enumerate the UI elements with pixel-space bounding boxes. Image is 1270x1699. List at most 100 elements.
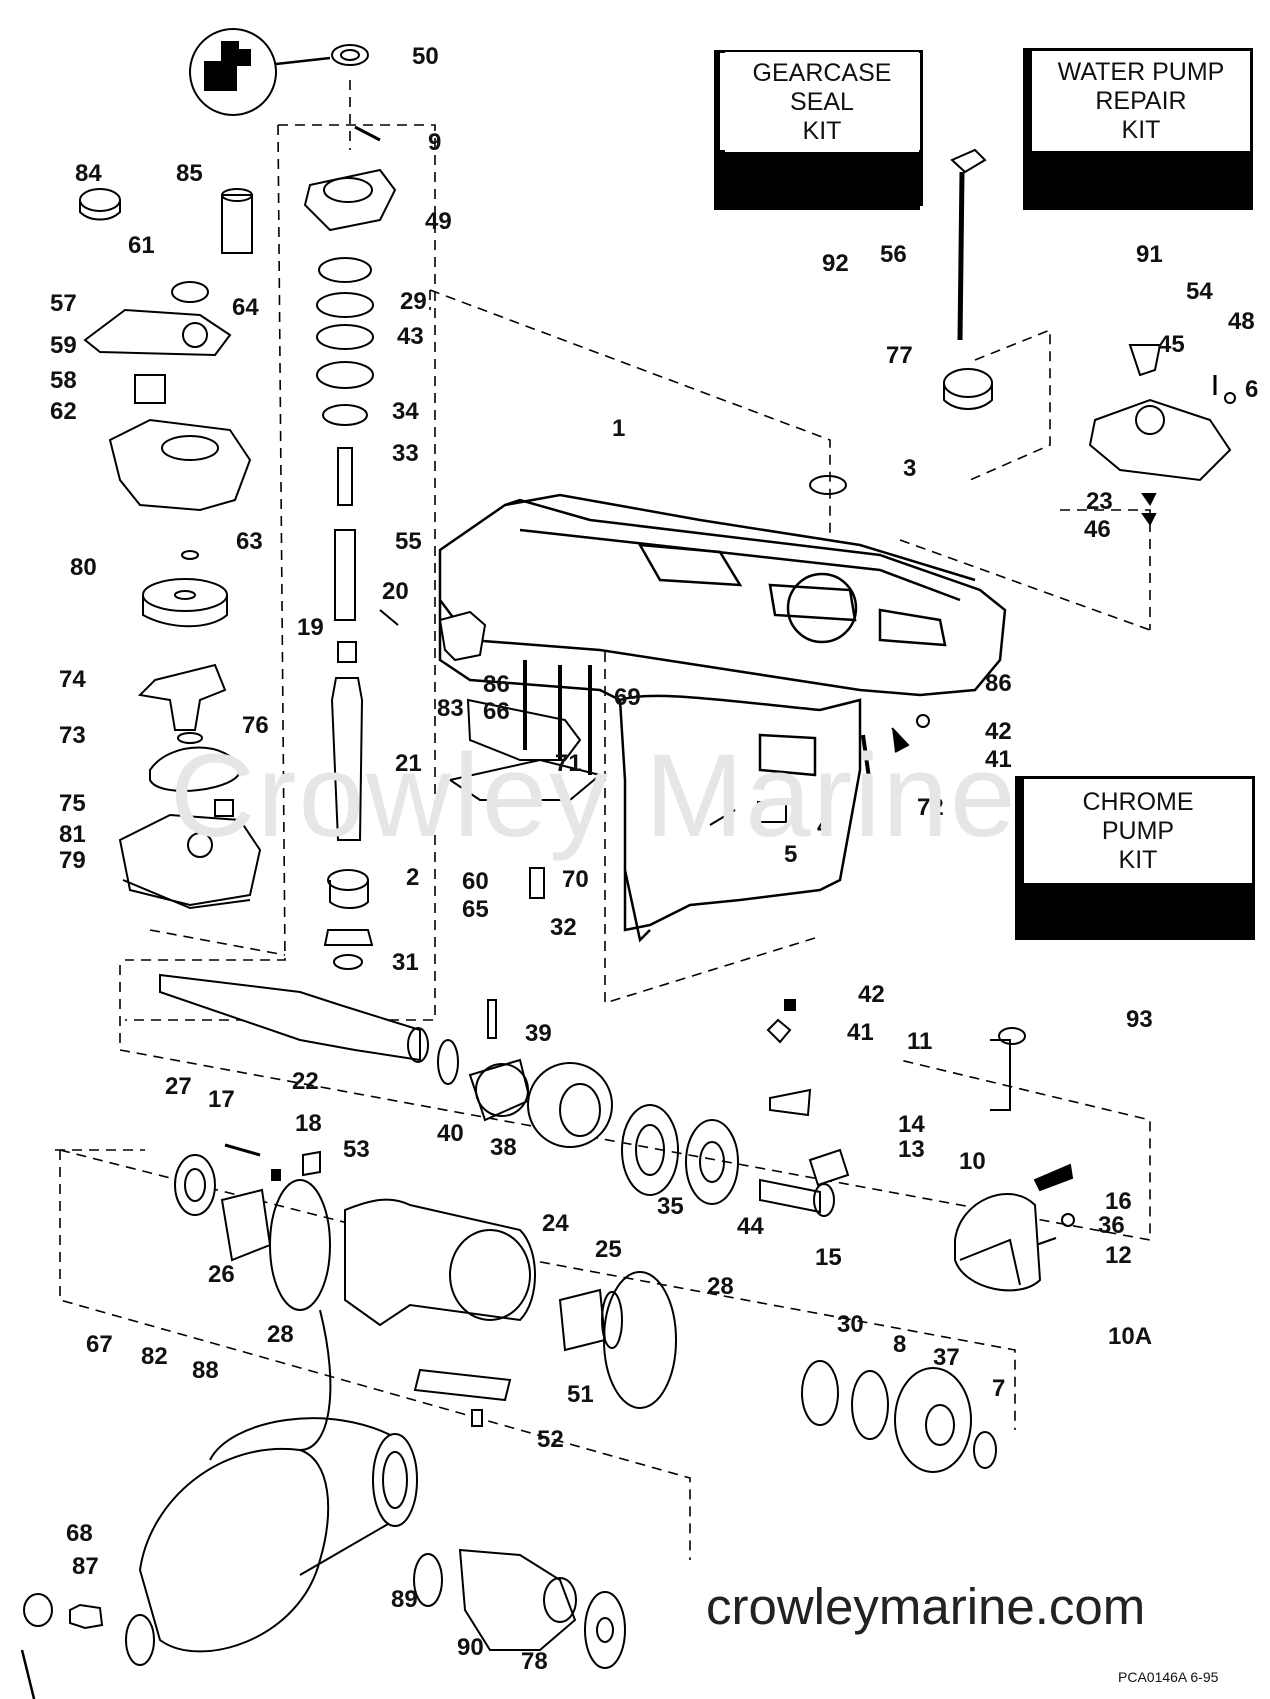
callout-72: 72 — [917, 794, 944, 821]
callout-41b: 41 — [847, 1019, 874, 1046]
callout-59: 59 — [50, 332, 77, 359]
callout-46: 46 — [1084, 516, 1111, 543]
callout-31: 31 — [392, 949, 419, 976]
callout-40: 40 — [437, 1120, 464, 1147]
callout-80: 80 — [70, 554, 97, 581]
callout-18: 18 — [295, 1110, 322, 1137]
callout-3: 3 — [903, 455, 917, 482]
kit-ref-91: 91 — [1136, 241, 1163, 268]
callout-34: 34 — [392, 398, 419, 425]
callout-79: 79 — [59, 847, 86, 874]
callout-76: 76 — [242, 712, 269, 739]
callout-84: 84 — [75, 160, 102, 187]
callout-53: 53 — [343, 1136, 370, 1163]
callout-90: 90 — [457, 1634, 484, 1661]
callout-28b: 28 — [707, 1273, 734, 1300]
kit-ref-93: 93 — [1126, 1006, 1153, 1033]
callout-28a: 28 — [267, 1321, 294, 1348]
callout-48: 48 — [1228, 308, 1255, 335]
callout-74: 74 — [59, 666, 86, 693]
callout-57: 57 — [50, 290, 77, 317]
callout-38: 38 — [490, 1134, 517, 1161]
callout-8: 8 — [893, 1331, 907, 1358]
callout-27: 27 — [165, 1073, 192, 1100]
callout-86b: 86 — [985, 670, 1012, 697]
callout-29: 29 — [400, 288, 427, 315]
callout-66: 66 — [483, 698, 510, 725]
callout-77: 77 — [886, 342, 913, 369]
chrome-pump-kit-shadow — [1015, 880, 1255, 940]
callout-89: 89 — [391, 1586, 418, 1613]
watermark: Crowley Marine — [170, 730, 1018, 862]
water-pump-kit-shadow-left — [1023, 48, 1029, 210]
gearcase-seal-kit-face: GEARCASE SEAL KIT — [725, 52, 919, 152]
callout-11: 11 — [907, 1028, 933, 1055]
chrome-pump-kit-shadow-left — [1015, 776, 1021, 940]
callout-60: 60 — [462, 868, 489, 895]
callout-58: 58 — [50, 367, 77, 394]
callout-12: 12 — [1105, 1242, 1132, 1269]
propshaft-assembly — [159, 973, 1075, 1473]
gearcase-seal-kit-shadow — [714, 50, 719, 200]
callout-36: 36 — [1098, 1212, 1125, 1239]
callout-16: 16 — [1105, 1188, 1132, 1215]
callout-54: 54 — [1186, 278, 1213, 305]
callout-62: 62 — [50, 398, 77, 425]
propeller-assembly — [20, 1309, 626, 1699]
callout-20: 20 — [382, 578, 409, 605]
callout-87: 87 — [72, 1553, 99, 1580]
callout-52: 52 — [537, 1426, 564, 1453]
callout-10A: 10A — [1108, 1323, 1153, 1350]
callout-50: 50 — [412, 43, 439, 70]
callout-55: 55 — [395, 528, 422, 555]
water-pump-kit-shadow — [1023, 150, 1253, 210]
callout-24: 24 — [542, 1210, 569, 1237]
callout-9: 9 — [428, 129, 442, 156]
callout-42b: 42 — [858, 981, 885, 1008]
callout-23: 23 — [1086, 488, 1113, 515]
callout-30: 30 — [837, 1311, 864, 1338]
callout-14: 14 — [898, 1111, 925, 1138]
gearcase-seal-kit-shadow-bottom — [714, 150, 920, 210]
callout-69: 69 — [614, 684, 641, 711]
callout-71: 71 — [555, 750, 582, 777]
callout-42a: 42 — [985, 718, 1012, 745]
callout-65: 65 — [462, 896, 489, 923]
callout-26: 26 — [208, 1261, 235, 1288]
callout-1: 1 — [612, 415, 626, 442]
callout-19: 19 — [297, 614, 324, 641]
callout-44: 44 — [737, 1213, 764, 1240]
hardware — [438, 148, 1236, 1044]
kit-ref-92: 92 — [822, 250, 849, 277]
callout-73: 73 — [59, 722, 86, 749]
callout-83: 83 — [437, 695, 464, 722]
callout-68: 68 — [66, 1520, 93, 1547]
callout-64: 64 — [232, 294, 259, 321]
callout-6: 6 — [1245, 376, 1259, 403]
callout-61: 61 — [128, 232, 155, 259]
callout-15: 15 — [815, 1244, 842, 1271]
callout-21: 21 — [395, 750, 422, 777]
callout-41a: 41 — [985, 746, 1012, 773]
callout-37: 37 — [933, 1344, 960, 1371]
callout-4: 4 — [817, 813, 831, 840]
callout-56: 56 — [880, 241, 907, 268]
callout-22: 22 — [292, 1068, 319, 1095]
callout-25: 25 — [595, 1236, 622, 1263]
water-pump-repair-kit-face: WATER PUMP REPAIR KIT — [1029, 48, 1253, 154]
callout-35: 35 — [657, 1193, 684, 1220]
oil-fill-icon — [189, 28, 277, 116]
callout-33: 33 — [392, 440, 419, 467]
callout-63: 63 — [236, 528, 263, 555]
callout-78: 78 — [521, 1648, 548, 1675]
gearcase-housing — [438, 493, 1007, 943]
callout-70: 70 — [562, 866, 589, 893]
callout-17: 17 — [208, 1086, 235, 1113]
callout-51: 51 — [567, 1381, 594, 1408]
callout-67: 67 — [86, 1331, 113, 1358]
callout-45: 45 — [1158, 331, 1185, 358]
callout-75: 75 — [59, 790, 86, 817]
callout-32: 32 — [550, 914, 577, 941]
drive-shaft-stack — [303, 44, 399, 970]
